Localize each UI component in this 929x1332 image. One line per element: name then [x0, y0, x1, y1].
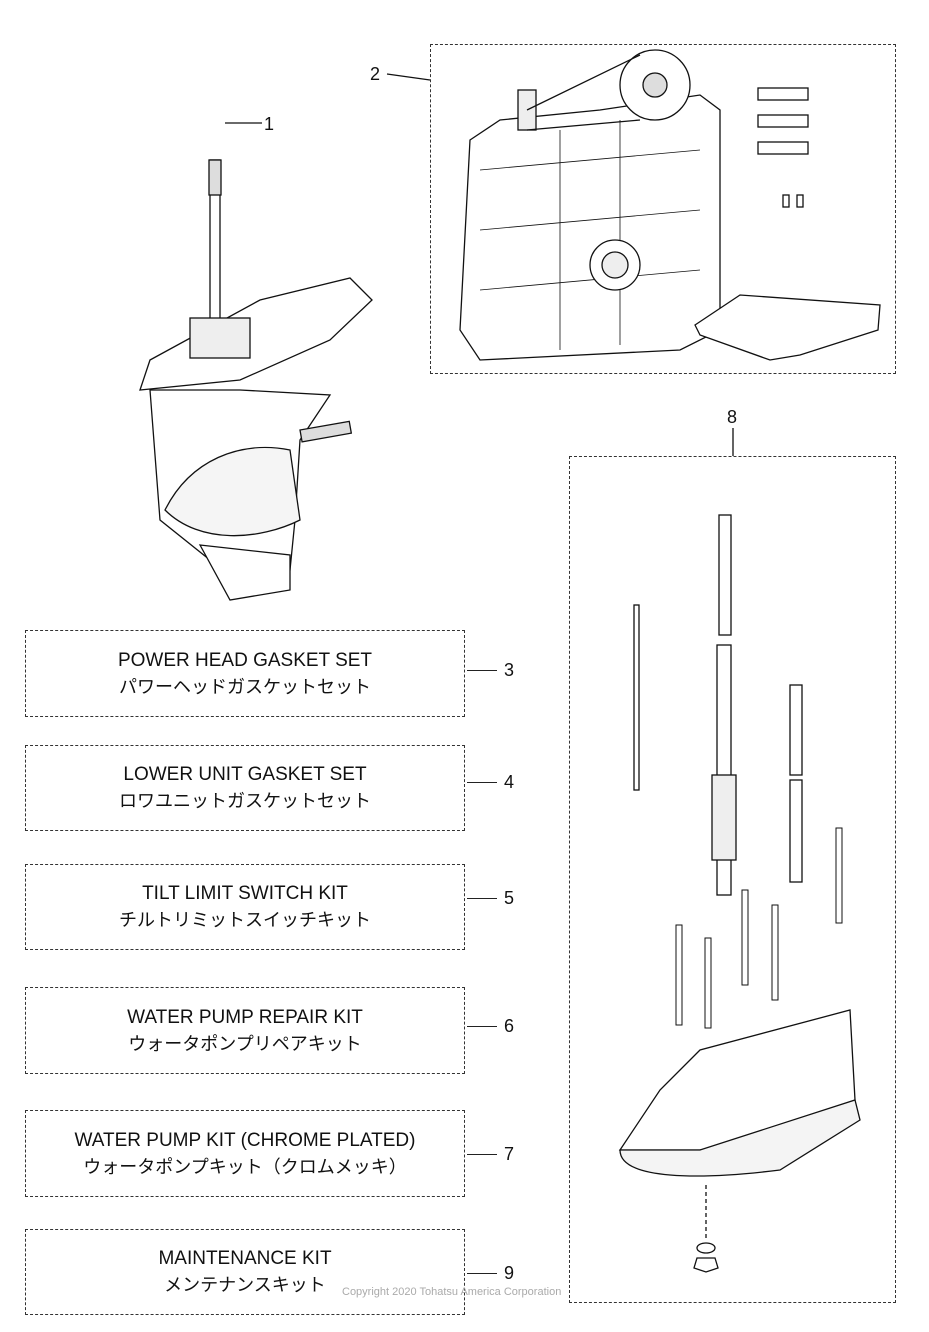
leader-line-6 [467, 1026, 497, 1027]
kit-name-en: MAINTENANCE KIT [158, 1248, 332, 1269]
kit-name-ja: ウォータポンプキット（クロムメッキ） [83, 1156, 407, 1178]
kit-number-9: 9 [504, 1263, 515, 1283]
kit-name-ja: ウォータポンプリペアキット [128, 1033, 362, 1055]
callout-number-8: 8 [727, 407, 738, 427]
kit-number-5: 5 [504, 888, 515, 908]
lower-unit-assembly [139, 159, 373, 601]
kit-box-6: WATER PUMP REPAIR KIT ウォータポンプリペアキット [25, 987, 465, 1074]
leader-line-5 [467, 898, 497, 899]
power-head-assembly [459, 49, 881, 361]
copyright-notice: Copyright 2020 Tohatsu America Corporati… [342, 1286, 562, 1298]
kit-number-6: 6 [504, 1016, 515, 1036]
leader-line-3 [467, 670, 497, 671]
kit-name-en: WATER PUMP REPAIR KIT [127, 1006, 363, 1028]
callout-number-2: 2 [370, 64, 381, 84]
kit-number-3: 3 [504, 660, 515, 680]
kit-number-7: 7 [504, 1144, 515, 1164]
leader-line-2 [386, 73, 431, 81]
kit-name-ja: ロワユニットガスケットセット [119, 791, 371, 812]
kit-number-4: 4 [504, 772, 515, 792]
kit-box-3: POWER HEAD GASKET SET パワーヘッドガスケットセット [25, 630, 465, 717]
kit-box-5: TILT LIMIT SWITCH KIT チルトリミットスイッチキット [25, 864, 465, 950]
kit-name-en: TILT LIMIT SWITCH KIT [142, 883, 348, 904]
callout-number-1: 1 [264, 114, 275, 134]
kit-name-en: POWER HEAD GASKET SET [117, 649, 373, 671]
kit-name-ja: パワーヘッドガスケットセット [119, 676, 371, 698]
kit-box-4: LOWER UNIT GASKET SET ロワユニットガスケットセット [25, 745, 465, 831]
gearcase-kit-contents [618, 428, 861, 1273]
kit-name-ja: メンテナンスキット [164, 1275, 326, 1296]
leader-line-9 [467, 1273, 497, 1274]
leader-line-4 [467, 782, 497, 783]
power-head-box [430, 44, 896, 374]
kit-name-ja: チルトリミットスイッチキット [119, 910, 371, 931]
kit-box-9: MAINTENANCE KIT メンテナンスキット [25, 1229, 465, 1315]
gearcase-kit-box [569, 456, 896, 1303]
leader-line-7 [467, 1154, 497, 1155]
kit-name-en: LOWER UNIT GASKET SET [123, 764, 367, 785]
kit-box-7: WATER PUMP KIT (CHROME PLATED) ウォータポンプキッ… [25, 1110, 465, 1197]
kit-name-en: WATER PUMP KIT (CHROME PLATED) [74, 1129, 416, 1151]
